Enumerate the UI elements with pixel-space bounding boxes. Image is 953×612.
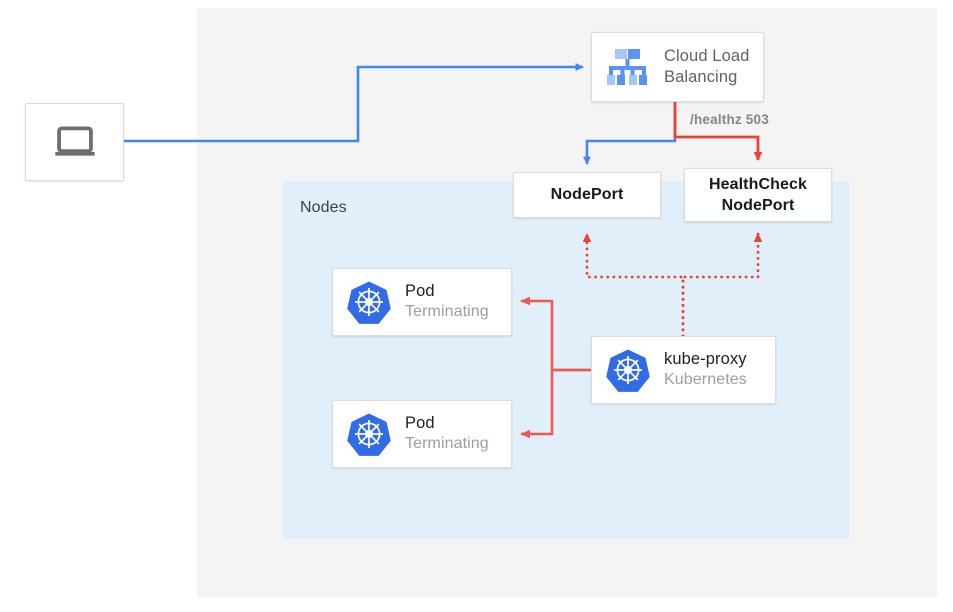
pod-title-2: Pod (405, 413, 435, 432)
cloud-load-balancing-title-line1: Cloud Load (664, 46, 750, 65)
cloud-load-balancing-title-line2: Balancing (664, 68, 738, 86)
pod-text-1: Pod Terminating (405, 281, 489, 323)
pod-terminating-card-2[interactable]: Pod Terminating (332, 400, 512, 468)
kube-proxy-card[interactable]: kube-proxy Kubernetes (591, 336, 776, 404)
healthz-edge-label: /healthz 503 (690, 112, 769, 127)
cloud-load-balancing-card[interactable]: Cloud Load Balancing (591, 32, 764, 102)
kube-proxy-subtitle: Kubernetes (664, 371, 747, 389)
healthcheck-nodeport-label: HealthCheck NodePort (709, 174, 807, 216)
pod-subtitle-1: Terminating (405, 303, 489, 321)
kubernetes-icon (606, 349, 650, 392)
laptop-icon (54, 126, 95, 156)
kube-proxy-text: kube-proxy Kubernetes (664, 349, 747, 391)
healthcheck-nodeport-card[interactable]: HealthCheck NodePort (684, 168, 832, 222)
nodeport-label: NodePort (550, 186, 624, 204)
cloud-load-balancing-text: Cloud Load Balancing (664, 46, 749, 89)
nodeport-card[interactable]: NodePort (513, 172, 661, 218)
healthcheck-nodeport-label-line2: NodePort (721, 197, 795, 214)
client-device-card[interactable] (25, 103, 124, 181)
kube-proxy-title: kube-proxy (664, 349, 747, 368)
kubernetes-icon (347, 281, 391, 324)
cloud-load-balancing-icon (607, 49, 647, 85)
pod-title-1: Pod (405, 281, 435, 300)
pod-text-2: Pod Terminating (405, 413, 489, 455)
pod-terminating-card-1[interactable]: Pod Terminating (332, 268, 512, 336)
nodes-region-label: Nodes (300, 199, 347, 216)
pod-subtitle-2: Terminating (405, 435, 489, 453)
kubernetes-icon (347, 413, 391, 456)
healthcheck-nodeport-label-line1: HealthCheck (708, 175, 808, 193)
